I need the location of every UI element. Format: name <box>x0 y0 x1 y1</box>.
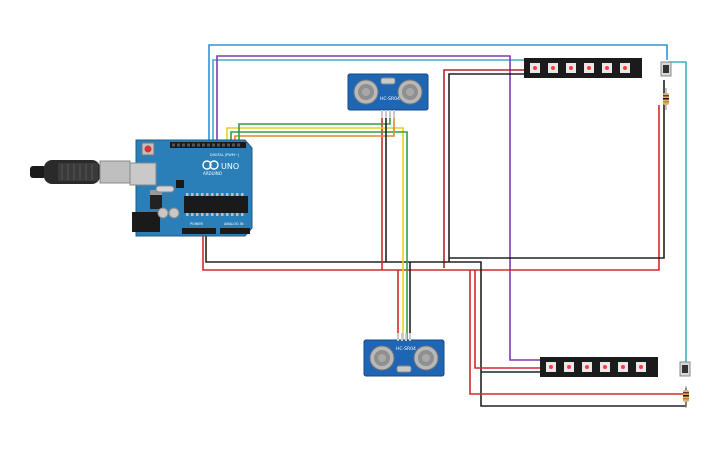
usb-socket <box>129 162 157 186</box>
wire-green2 <box>238 118 391 140</box>
usb-cable <box>30 160 145 184</box>
sensor-bottom-label: HC-SR04 <box>396 346 416 352</box>
wire-black-right <box>449 80 665 259</box>
resistor-bottom[interactable] <box>683 386 689 408</box>
wire-green <box>230 131 408 340</box>
brand-label: ARDUINO <box>203 171 222 176</box>
wire-darkred <box>443 69 524 268</box>
wire-red-bus <box>202 105 660 271</box>
led-strip-bottom[interactable] <box>540 357 658 377</box>
resistor-top[interactable] <box>663 88 669 110</box>
wire-teal-right <box>668 61 687 362</box>
sensor-top-label: HC-SR04 <box>380 96 400 102</box>
analog-header[interactable] <box>220 228 250 234</box>
push-button-top[interactable] <box>660 61 672 77</box>
wire-purple <box>216 55 540 361</box>
board-name: UNO <box>221 162 239 171</box>
ultrasonic-sensor-top[interactable]: HC-SR04 <box>347 73 429 118</box>
power-jack <box>132 212 160 232</box>
led-pixels-top <box>530 63 630 73</box>
analog-label: ANALOG IN <box>224 222 244 226</box>
wire-yellow <box>226 127 404 340</box>
digital-label: DIGITAL (PWM~) <box>210 153 240 157</box>
led-strip-top[interactable] <box>524 58 642 78</box>
microcontroller-chip <box>184 196 248 213</box>
wire-orange <box>234 118 395 140</box>
arduino-board[interactable]: DIGITAL (PWM~) ARDUINO UNO POWER A <box>129 139 253 237</box>
arduino-logo: ARDUINO <box>202 160 222 176</box>
wire-red-strip2 <box>474 270 540 369</box>
wire-teal <box>212 59 524 140</box>
wires <box>202 44 687 407</box>
wire-black-top <box>448 73 524 262</box>
power-header[interactable] <box>182 228 216 234</box>
wire-blue <box>208 44 668 140</box>
power-label: POWER <box>190 222 204 226</box>
led-pixels-bottom <box>546 362 646 372</box>
ultrasonic-sensor-bottom[interactable]: HC-SR04 <box>363 333 445 377</box>
push-button-bottom[interactable] <box>679 361 691 377</box>
